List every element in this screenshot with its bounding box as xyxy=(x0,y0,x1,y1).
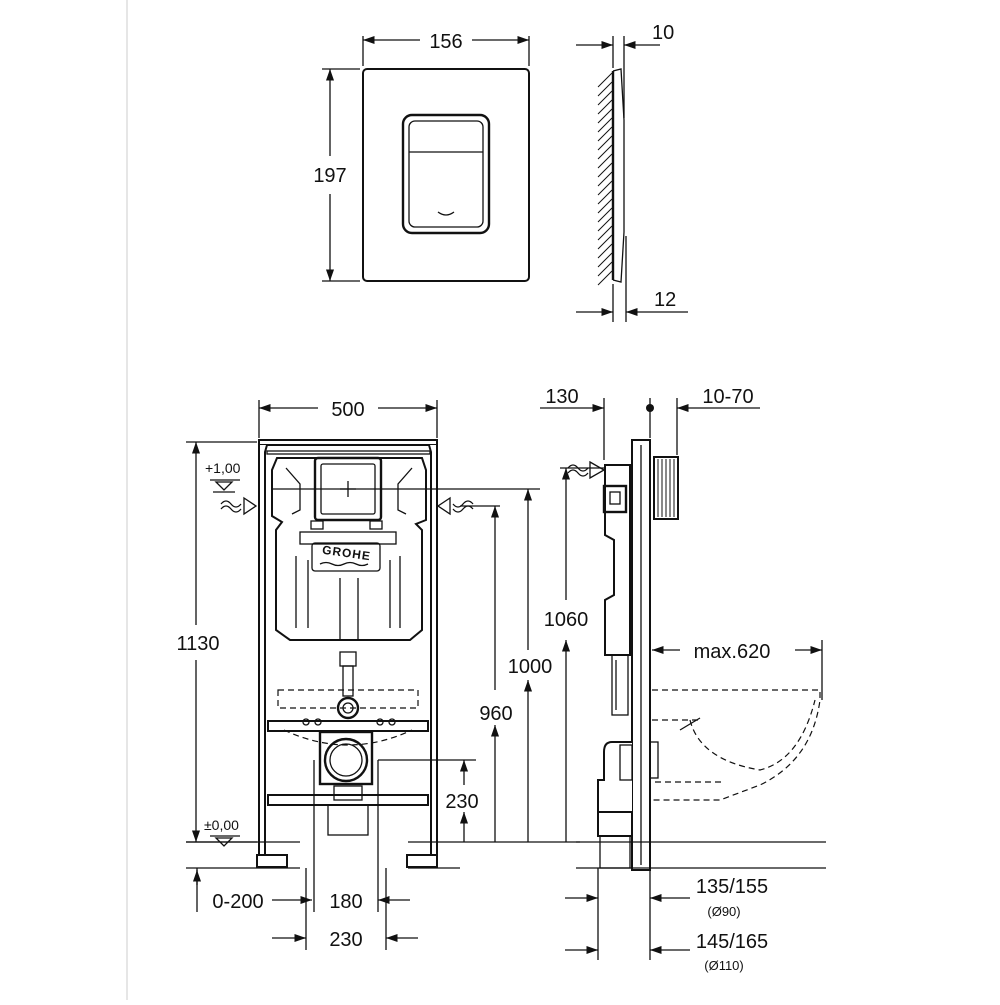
hatch-line xyxy=(597,171,613,187)
hatch-line xyxy=(597,108,613,124)
plate-button-outer xyxy=(401,113,491,235)
reference-point-marker xyxy=(646,404,654,412)
left-foot xyxy=(256,854,288,868)
hatch-line xyxy=(597,81,613,97)
bowl-outline-top xyxy=(277,689,419,709)
side-drain-elbow xyxy=(597,741,632,813)
hatch-line xyxy=(597,99,613,115)
hatch-line xyxy=(597,198,613,214)
dim-960-label: 960 xyxy=(479,703,512,725)
cistern-body xyxy=(271,457,427,641)
dim-230-horizontal-label: 230 xyxy=(329,929,362,951)
dim-230-vertical-label: 230 xyxy=(445,791,478,813)
hatch-line xyxy=(597,252,613,268)
right-foot xyxy=(406,854,438,868)
hatch-line xyxy=(597,162,613,178)
hatch-line xyxy=(597,144,613,160)
flush-pipe-connector xyxy=(336,696,360,720)
flush-plate-front: 156 197 xyxy=(313,31,530,282)
hatch-line xyxy=(597,153,613,169)
level-zero-label: ±0,00 xyxy=(204,817,239,833)
dia-90-label: (Ø90) xyxy=(707,904,740,919)
hatch-line xyxy=(597,234,613,250)
frame-top-bar xyxy=(258,439,438,446)
hatch-line xyxy=(597,180,613,196)
flush-plate-side: 10 12 xyxy=(576,22,688,322)
frame-width-label: 500 xyxy=(331,399,364,421)
plate-profile xyxy=(612,68,625,283)
hatch-line xyxy=(597,189,613,205)
hatch-line xyxy=(597,72,613,88)
plate-depth-top-label: 10 xyxy=(652,22,674,44)
plate-outline xyxy=(362,68,530,282)
frame-left-post xyxy=(258,444,268,861)
bowl-outline-bottom xyxy=(283,729,413,746)
side-dimensions: 130 10-70 1060 max.620 135/155 (Ø90) 145… xyxy=(540,386,823,973)
plate-depth-bottom-label: 12 xyxy=(654,289,676,311)
side-water-inlet-icon xyxy=(589,460,606,480)
plate-width-label: 156 xyxy=(429,31,462,53)
front-dimensions: 500 1130 +1,00 ±0,00 960 1000 230 xyxy=(176,399,580,951)
plate-logo-mark xyxy=(437,211,455,216)
hatch-line xyxy=(597,261,613,277)
drain-elbow xyxy=(327,804,369,836)
hatch-line xyxy=(597,117,613,133)
drain-opening xyxy=(323,737,369,783)
dim-1000-label: 1000 xyxy=(508,656,553,678)
grohe-logo-badge xyxy=(311,542,381,572)
hatch-line xyxy=(597,90,613,106)
dim-145-165-label: 145/165 xyxy=(696,931,768,953)
dim-130-label: 130 xyxy=(545,386,578,408)
water-inlet-left-icon xyxy=(243,496,258,516)
water-inlet-right-icon xyxy=(436,496,451,516)
hatch-line xyxy=(597,270,613,286)
frame-height-label: 1130 xyxy=(176,633,219,655)
hatch-line xyxy=(597,126,613,142)
side-drain-pipe xyxy=(599,835,631,869)
hatch-line xyxy=(597,216,613,232)
hatch-line xyxy=(597,225,613,241)
side-valve-box xyxy=(602,484,628,514)
dia-110-label: (Ø110) xyxy=(704,958,744,973)
plate-button-inner xyxy=(408,120,484,228)
dim-1060-label: 1060 xyxy=(544,609,589,631)
hatch-line xyxy=(597,207,613,223)
upper-crossbar xyxy=(267,720,429,732)
hatch-line xyxy=(597,243,613,259)
plate-height-label: 197 xyxy=(313,165,346,187)
bracket-ribs xyxy=(657,459,675,517)
frame-right-post xyxy=(428,444,438,861)
frame-side-view xyxy=(567,439,826,871)
max-620-label: max.620 xyxy=(694,641,771,663)
dim-135-155-label: 135/155 xyxy=(696,876,768,898)
dim-180-label: 180 xyxy=(329,891,362,913)
hatch-line xyxy=(597,135,613,151)
dim-10-70-label: 10-70 xyxy=(702,386,753,408)
frame-front-view: GROHE xyxy=(220,439,540,868)
dim-0-200-label: 0-200 xyxy=(212,891,263,913)
wall-hatching xyxy=(597,72,613,286)
level-top-marker xyxy=(214,481,234,491)
grohe-logo-text: GROHE xyxy=(321,543,371,564)
toilet-bowl-outline xyxy=(652,689,821,801)
level-top-label: +1,00 xyxy=(205,460,241,476)
drain-housing xyxy=(318,730,374,786)
